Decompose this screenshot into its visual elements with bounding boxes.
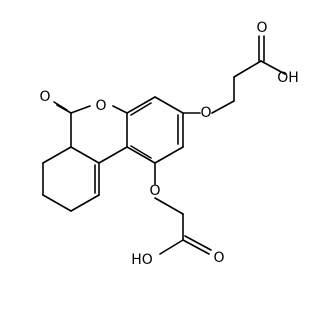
aromatic-bond-2: [154, 146, 184, 164]
chemical-structure: O OH O O O O HO O: [39, 20, 299, 268]
acid-top-chain-bond-1: [233, 60, 262, 78]
ring-o-bond-left: [70, 105, 91, 114]
aromatic-double-bond-3: [130, 102, 152, 116]
lactone-ring-bond-2: [70, 146, 100, 164]
cyclohexene-bond-4: [70, 194, 100, 212]
acid-bottom-hydroxyl-label: HO: [131, 252, 153, 268]
aromatic-bond-3: [126, 146, 156, 164]
aromatic-bond-6: [154, 96, 184, 114]
cyclohexene-bond-1: [42, 146, 72, 164]
ether-top-bond-right: [211, 100, 235, 114]
lactone-carbonyl-double-bond: [53, 101, 68, 111]
ring-oxygen-label: O: [95, 98, 106, 114]
acid-top-carbonyl-oxygen-label: O: [256, 20, 267, 36]
aromatic-bond-5: [126, 96, 156, 114]
acid-bottom-carbonyl-oxygen-label: O: [213, 250, 224, 266]
ether-bottom-oxygen-label: O: [149, 183, 160, 199]
lactone-ring-bond-3: [98, 146, 128, 164]
acid-bottom-carbonyl-double-bond: [184, 235, 212, 251]
acid-bottom-oh-bond: [159, 239, 184, 255]
cyclohexene-bond-3: [42, 194, 72, 212]
lactone-carbonyl-oxygen-label: O: [39, 89, 50, 105]
ether-bottom-bond-down: [154, 197, 184, 215]
aromatic-double-bond-2: [130, 145, 152, 159]
acid-top-oh-bond: [260, 60, 286, 75]
acid-bottom-carbonyl-bond: [182, 239, 210, 255]
ring-o-bond-right: [112, 105, 128, 114]
ether-top-oxygen-label: O: [200, 105, 211, 121]
acid-top-hydroxyl-label: OH: [277, 70, 299, 86]
